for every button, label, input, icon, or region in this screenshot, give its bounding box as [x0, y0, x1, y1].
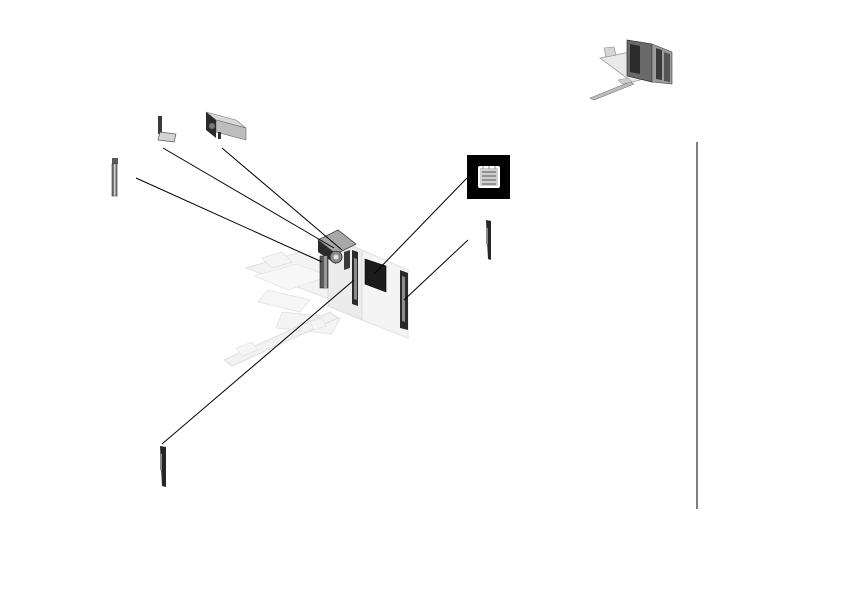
- center-assembly: [317, 229, 408, 330]
- clip-part-bottom: [160, 446, 166, 487]
- lever-part: [157, 116, 177, 143]
- clip-part-right: [486, 220, 491, 260]
- ghost-assembly-body: [223, 235, 409, 367]
- pin-part: [111, 158, 118, 197]
- assembly-thumbnail-icon: [589, 39, 673, 101]
- label-sheet-icon: [467, 155, 510, 199]
- leader-line-clip-bottom: [161, 279, 355, 445]
- hinge-block-part: [205, 111, 247, 141]
- leader-line-lever: [162, 147, 335, 249]
- leader-line-hinge-block: [221, 147, 343, 251]
- leader-line-label: [373, 177, 468, 275]
- leader-line-pin: [135, 177, 323, 263]
- leader-lines: [135, 147, 469, 445]
- leader-line-clip-right: [403, 239, 469, 301]
